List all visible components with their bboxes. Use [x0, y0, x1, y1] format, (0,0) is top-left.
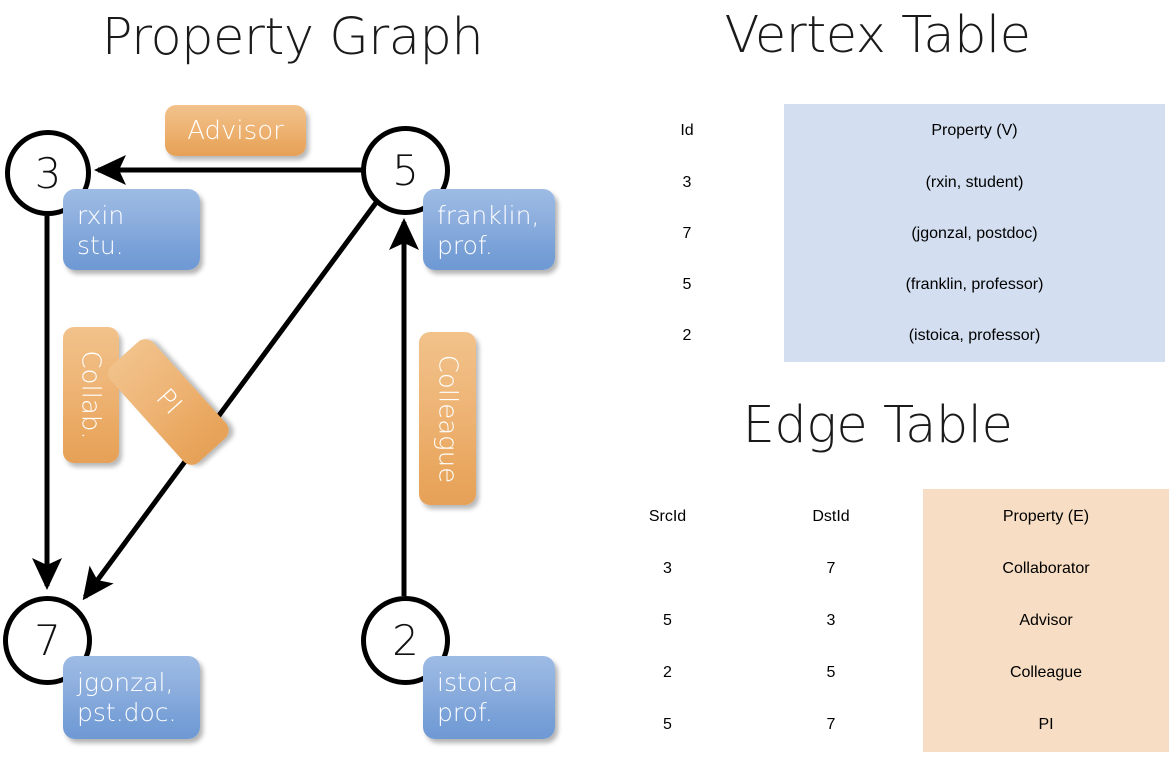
node-property-box-5: franklin, prof.	[423, 189, 555, 270]
table-row: 5	[743, 646, 919, 700]
table-row: Collaborator	[923, 542, 1169, 596]
property-graph-diagram: 3 5 7 2 rxin stu. franklin, prof. jgonza…	[3, 105, 555, 739]
vertex-table-col-id: Id 3 7 5 2	[594, 104, 780, 362]
edge-label-colleague-text: Colleague	[432, 354, 463, 483]
node-property-2-line1: istoica	[437, 668, 519, 697]
edge-label-advisor: Advisor	[165, 105, 306, 156]
table-row: 2	[594, 309, 780, 362]
table-row: 7	[743, 542, 919, 596]
table-row: (rxin, student)	[784, 156, 1165, 209]
edge-table-col-property: Property (E) Collaborator Advisor Collea…	[923, 489, 1169, 752]
edge-label-collab: Collab.	[63, 327, 119, 463]
vertex-table-header-id: Id	[594, 104, 780, 158]
graph-node-5-label: 5	[392, 146, 419, 195]
node-property-box-2: istoica prof.	[423, 656, 555, 739]
graph-node-5[interactable]: 5	[361, 126, 450, 215]
table-row: 2	[590, 646, 745, 700]
vertex-table: Id 3 7 5 2 Property (V) (rxin, student) …	[594, 104, 1165, 362]
node-property-7-line1: jgonzal,	[77, 668, 174, 697]
graph-node-2[interactable]: 2	[361, 596, 450, 685]
table-row: (franklin, professor)	[784, 258, 1165, 311]
table-row: PI	[923, 698, 1169, 752]
graph-node-7-label: 7	[34, 616, 61, 665]
table-row: 3	[590, 542, 745, 596]
edge-label-pi-text: PI	[149, 383, 188, 421]
node-property-5-line1: franklin,	[437, 201, 540, 230]
table-row: 5	[590, 594, 745, 648]
page-title-property-graph: Property Graph	[101, 8, 484, 67]
node-property-7-line2: pst.doc.	[77, 697, 177, 727]
vertex-table-header-property: Property (V)	[784, 104, 1165, 158]
table-row: Advisor	[923, 594, 1169, 648]
node-property-3-line1: rxin	[77, 201, 125, 230]
edge-table-header-property: Property (E)	[923, 489, 1169, 544]
table-row: (jgonzal, postdoc)	[784, 207, 1165, 260]
edge-table-col-srcid: SrcId 3 5 2 5	[590, 489, 745, 752]
node-property-3-line2: stu.	[77, 230, 124, 260]
page-title-edge-table: Edge Table	[742, 396, 1013, 455]
edge-table-header-dstid: DstId	[743, 489, 919, 544]
table-row: 7	[743, 698, 919, 752]
table-row: 7	[594, 207, 780, 260]
edge-table-header-srcid: SrcId	[590, 489, 745, 544]
node-property-box-7: jgonzal, pst.doc.	[63, 656, 200, 739]
node-property-box-3: rxin stu.	[63, 189, 200, 270]
table-row: Colleague	[923, 646, 1169, 700]
table-row: 5	[594, 258, 780, 311]
edge-5-to-7	[82, 198, 381, 601]
edge-table-col-dstid: DstId 7 3 5 7	[743, 489, 919, 752]
page-title-vertex-table: Vertex Table	[724, 6, 1031, 65]
graph-node-2-label: 2	[392, 616, 419, 665]
vertex-table-col-property: Property (V) (rxin, student) (jgonzal, p…	[784, 104, 1165, 362]
edge-label-collab-text: Collab.	[76, 350, 106, 440]
edge-label-advisor-text: Advisor	[187, 115, 284, 146]
node-property-5-line2: prof.	[437, 230, 493, 260]
table-row: 5	[590, 698, 745, 752]
graph-edges-svg	[32, 155, 419, 601]
table-row: 3	[594, 156, 780, 209]
edge-table: SrcId 3 5 2 5 DstId 7 3 5 7 Property (E)…	[590, 489, 1169, 752]
table-row: (istoica, professor)	[784, 309, 1165, 362]
table-row: 3	[743, 594, 919, 648]
node-property-2-line2: prof.	[437, 697, 493, 727]
edge-label-colleague: Colleague	[419, 332, 476, 505]
graph-node-3-label: 3	[34, 148, 62, 198]
